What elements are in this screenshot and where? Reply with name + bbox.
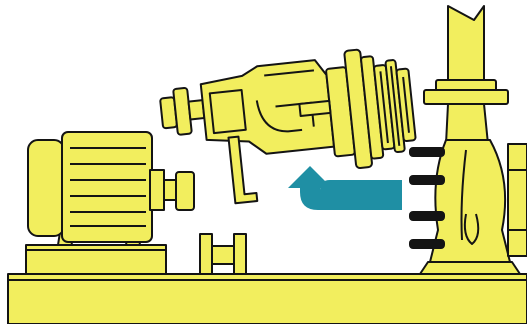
baseplate [8, 274, 527, 324]
motor-plinth [26, 245, 166, 274]
electric-motor [28, 132, 164, 245]
